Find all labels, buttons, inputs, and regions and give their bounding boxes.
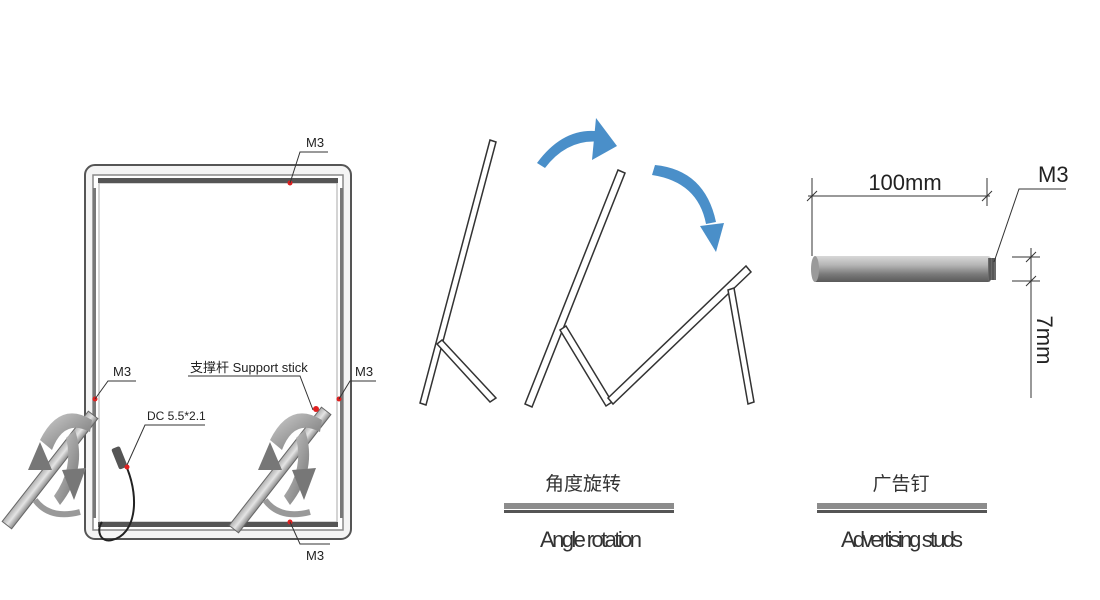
dimension-100mm	[806, 178, 993, 256]
panel-position-1	[419, 139, 498, 406]
angle-rotation-caption-cn: 角度旋转	[545, 473, 621, 495]
rotation-arrow-2-icon	[652, 165, 724, 252]
m3-label-left: M3	[113, 364, 131, 379]
angle-rotation-diagram: 角度旋转 Angle rotation	[419, 118, 755, 552]
m3-label-bottom: M3	[306, 548, 324, 563]
outer-frame	[84, 164, 352, 540]
panel-position-3	[606, 264, 755, 406]
caption-divider-right	[817, 503, 987, 509]
dc-connector-label: DC 5.5*2.1	[147, 409, 206, 423]
panel-position-2	[524, 169, 626, 408]
stud-rod	[811, 256, 996, 282]
stud-m3-label: M3	[1038, 162, 1069, 187]
stud-diameter-label: 7mm	[1032, 316, 1057, 365]
stud-m3-leader	[993, 188, 1066, 263]
caption-divider-left	[504, 503, 674, 509]
dimension-7mm	[1012, 248, 1040, 398]
leader-lines	[94, 151, 376, 545]
studs-caption-cn: 广告钉	[872, 473, 929, 495]
rotation-arrows-right-icon	[258, 413, 322, 518]
rotation-arrow-1-icon	[537, 118, 617, 168]
m3-label-right: M3	[355, 364, 373, 379]
studs-diagram: 100mm M3 7mm 广告钉 Advertising studs	[806, 162, 1069, 552]
rotation-arrows-left-icon	[28, 413, 92, 518]
studs-caption-en: Advertising studs	[841, 527, 963, 552]
angle-rotation-caption-en: Angle rotation	[540, 527, 642, 552]
dc-cable	[98, 446, 135, 542]
support-stick-label: 支撑杆 Support stick	[190, 360, 308, 375]
frame-diagram: M3 M3 M3 M3 支撑杆 Support stick DC 5.5*2.1	[1, 135, 376, 563]
stud-length-label: 100mm	[868, 170, 941, 195]
m3-label-top: M3	[306, 135, 324, 150]
